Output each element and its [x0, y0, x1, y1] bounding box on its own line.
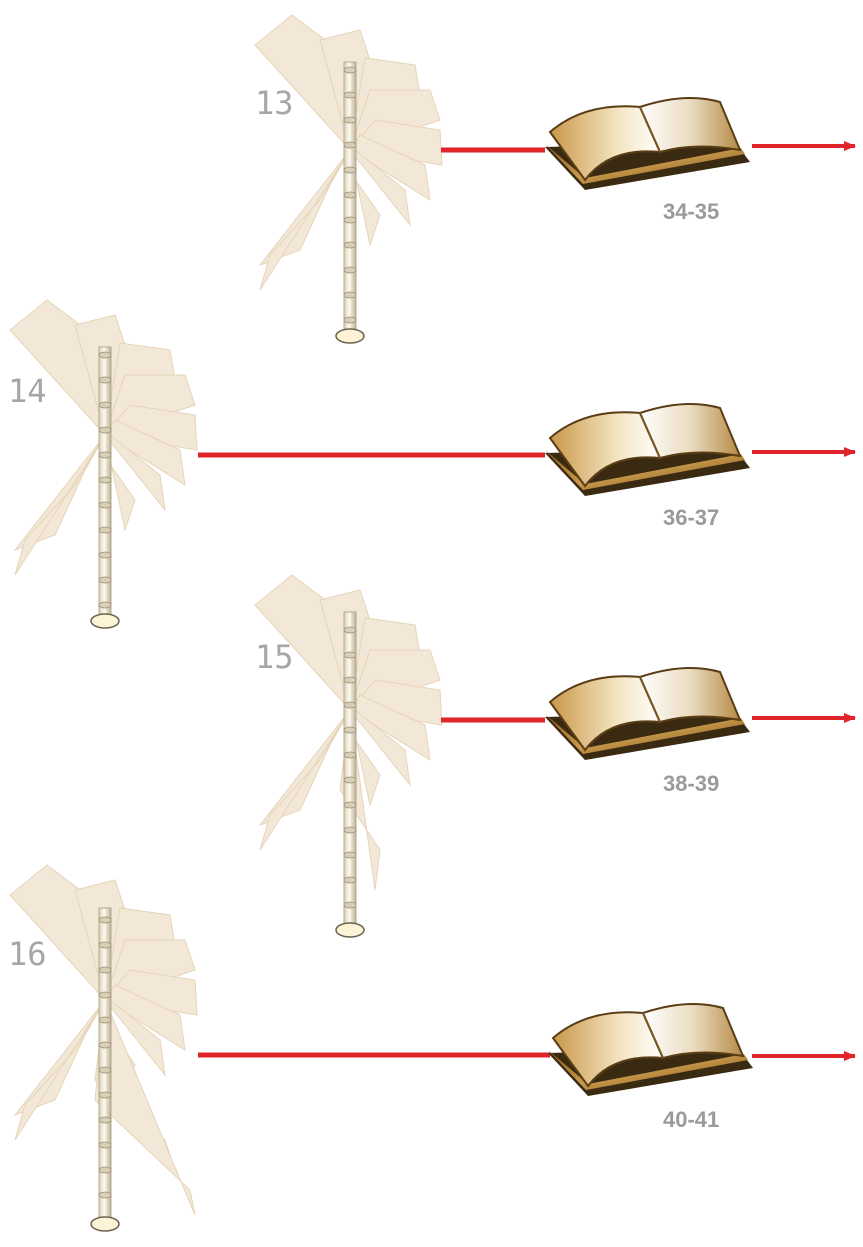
spiral-staircase-icon	[254, 574, 443, 938]
page-range: 36-37	[663, 505, 719, 530]
stair-number: 13	[255, 84, 294, 122]
page-range: 40-41	[663, 1107, 719, 1132]
open-book-icon	[545, 403, 750, 496]
page-range: 34-35	[663, 199, 719, 224]
row-16: 16 40-41	[8, 864, 856, 1232]
open-book-icon	[545, 97, 750, 190]
spiral-staircase-icon	[9, 299, 198, 629]
open-book-icon	[548, 1003, 753, 1096]
stair-number: 15	[255, 638, 294, 676]
stair-number: 14	[8, 372, 47, 410]
spiral-staircase-icon	[9, 864, 198, 1232]
stair-number: 16	[8, 935, 47, 973]
spiral-staircase-icon	[254, 14, 443, 344]
open-book-icon	[545, 667, 750, 760]
row-15: 15 38-39	[254, 574, 856, 938]
page-range: 38-39	[663, 771, 719, 796]
row-14: 14 36-37	[8, 299, 856, 629]
row-13: 13 34-35	[254, 14, 856, 344]
